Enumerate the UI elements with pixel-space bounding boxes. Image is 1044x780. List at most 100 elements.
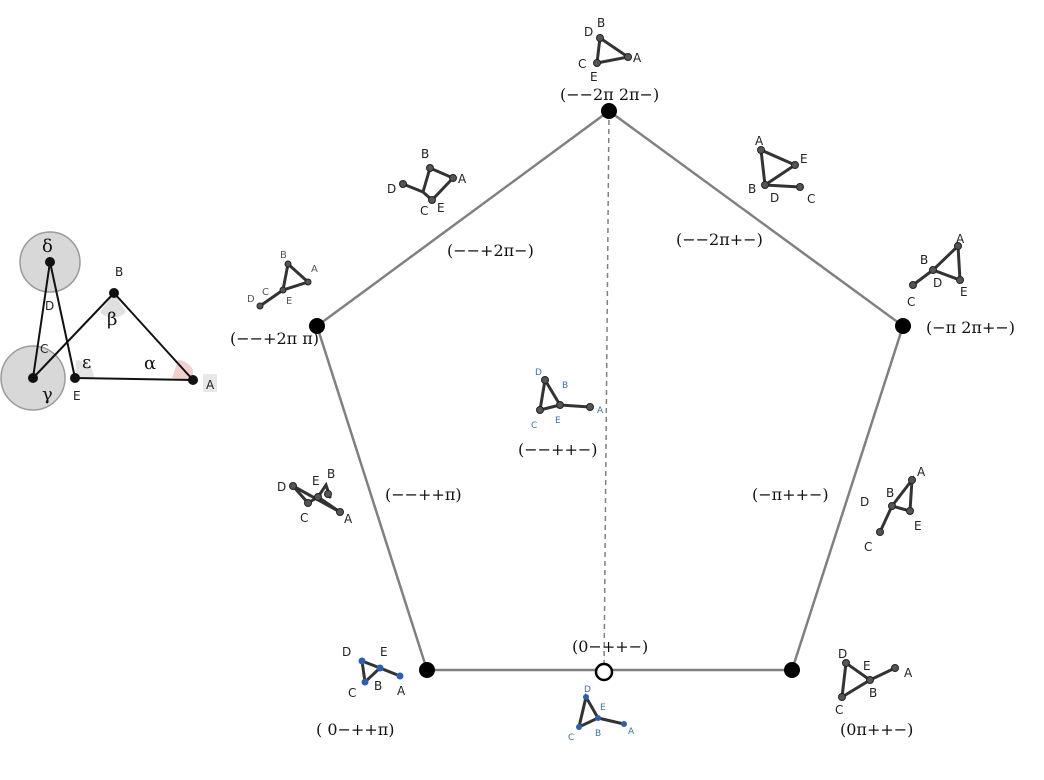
thumb-bl-b: B — [374, 679, 382, 693]
thumb-tr-a: A — [755, 134, 764, 148]
thumb-bottom-right: D E A B C — [835, 647, 913, 717]
label-vertex-bottom-mid: (0−++−) — [572, 637, 648, 656]
ref-gamma: γ — [42, 384, 53, 405]
label-center: (−−++−) — [518, 440, 598, 459]
thumb-l-c: C — [262, 287, 269, 298]
thumb-tr-c: C — [807, 192, 815, 206]
vertex-top — [601, 103, 617, 119]
pivot-a — [188, 375, 198, 385]
thumb-top-d: D — [584, 25, 593, 39]
label-edge-left-top: (−−+2π−) — [447, 241, 534, 260]
edge-right-bottom-right — [790, 325, 905, 671]
ref-epsilon: ε — [82, 352, 91, 373]
thumb-c-a: A — [597, 406, 604, 416]
ref-d: D — [45, 299, 54, 313]
vertex-bottom-mid — [594, 662, 614, 682]
label-vertex-top: (−−2π 2π−) — [560, 85, 659, 104]
beta-angle-wedge — [100, 293, 126, 318]
thumb-br-a: A — [904, 666, 913, 680]
label-edge-top-right: (−−2π+−) — [676, 230, 763, 249]
ref-a: A — [206, 378, 215, 392]
link-e-a — [74, 377, 194, 381]
ref-e: E — [73, 389, 81, 403]
epsilon-angle-wedge — [75, 360, 94, 378]
thumb-br-c: C — [835, 703, 843, 717]
thumb-c-b: B — [562, 381, 568, 391]
thumb-re-c: C — [864, 540, 872, 554]
vertex-bottom-right — [784, 662, 800, 678]
thumb-top-c: C — [578, 57, 586, 71]
thumb-center: D B A C E — [531, 368, 604, 431]
edge-top-right — [608, 109, 904, 328]
thumb-lt-b: B — [421, 147, 429, 161]
link-delta-gamma — [32, 261, 51, 379]
label-vertex-bottom-left: ( 0−++π) — [316, 720, 394, 739]
ref-beta: β — [107, 309, 117, 330]
edge-bottom-left-left — [315, 325, 429, 671]
label-edge-right: (−π++−) — [752, 485, 829, 504]
thumb-bm-e: E — [600, 703, 606, 713]
thumb-le-d: D — [277, 480, 286, 494]
thumb-top-e: E — [590, 70, 598, 84]
thumb-c-c: C — [531, 421, 537, 431]
thumb-c-d: D — [535, 368, 542, 378]
pivot-b — [109, 288, 119, 298]
pivot-e — [70, 373, 80, 383]
thumb-bm-b: B — [595, 729, 601, 739]
thumb-r-a: A — [956, 232, 965, 246]
thumb-c-e: E — [555, 416, 561, 426]
thumb-bl-c: C — [348, 686, 356, 700]
thumb-le-c: C — [300, 511, 308, 525]
link-delta-e — [49, 261, 76, 379]
thumb-bottom-mid: D E C B A — [568, 685, 635, 743]
label-vertex-right: (−π 2π+−) — [926, 318, 1015, 337]
thumb-top-b: B — [597, 16, 605, 30]
thumb-top: B D A C E — [578, 16, 642, 84]
pivot-delta — [45, 257, 55, 267]
label-vertex-left: (−−+2π π) — [230, 329, 319, 348]
thumb-r-d: D — [933, 276, 942, 290]
reference-figure: δ B D β C ε α A γ E — [0, 231, 217, 411]
thumb-re-e: E — [914, 519, 922, 533]
link-c-b — [32, 292, 115, 379]
thumb-r-b: B — [920, 253, 928, 267]
thumb-right: A B D E C — [907, 232, 968, 309]
a-label-bg — [203, 374, 217, 392]
thumb-re-d: D — [860, 495, 869, 509]
thumb-lt-c: C — [420, 204, 428, 218]
thumb-re-b: B — [886, 486, 894, 500]
label-edge-left: (−−++π) — [385, 485, 462, 504]
thumb-le-b: B — [327, 467, 335, 481]
thumb-bl-a: A — [397, 684, 406, 698]
labels: (−−2π 2π−) (−π 2π+−) (0π++−) ( 0−++π) (−… — [230, 85, 1015, 739]
label-vertex-bottom-right: (0π++−) — [840, 720, 913, 739]
vertex-right — [895, 318, 911, 334]
vertex-left — [309, 318, 325, 334]
thumb-tr-b: B — [748, 182, 756, 196]
thumb-right-edge: A D B E C — [860, 465, 926, 554]
thumb-bm-d: D — [584, 685, 591, 695]
thumb-top-right: A E B D C — [748, 134, 815, 206]
thumb-bottom-left: D E C B A — [342, 645, 406, 700]
vertex-bottom-left — [419, 662, 435, 678]
thumb-l-b: B — [280, 250, 287, 261]
thumb-bm-a: A — [628, 727, 635, 737]
thumb-tr-e: E — [800, 152, 808, 166]
thumb-r-c: C — [907, 295, 915, 309]
thumb-l-a: A — [311, 264, 318, 275]
ref-delta: δ — [42, 236, 53, 257]
thumb-br-d: D — [838, 647, 847, 661]
thumb-lt-d: D — [387, 182, 396, 196]
thumb-top-a: A — [633, 51, 642, 65]
thumb-l-e: E — [286, 296, 292, 307]
thumb-lt-a: A — [458, 172, 467, 186]
dashed-axis — [603, 110, 610, 673]
thumb-left: B A D C E — [247, 250, 318, 310]
thumb-bm-c: C — [568, 733, 574, 743]
link-b-a — [113, 292, 194, 381]
pentagon — [309, 103, 911, 682]
thumb-l-d: D — [247, 294, 255, 305]
thumb-br-e: E — [863, 659, 871, 673]
ref-alpha: α — [144, 353, 156, 374]
